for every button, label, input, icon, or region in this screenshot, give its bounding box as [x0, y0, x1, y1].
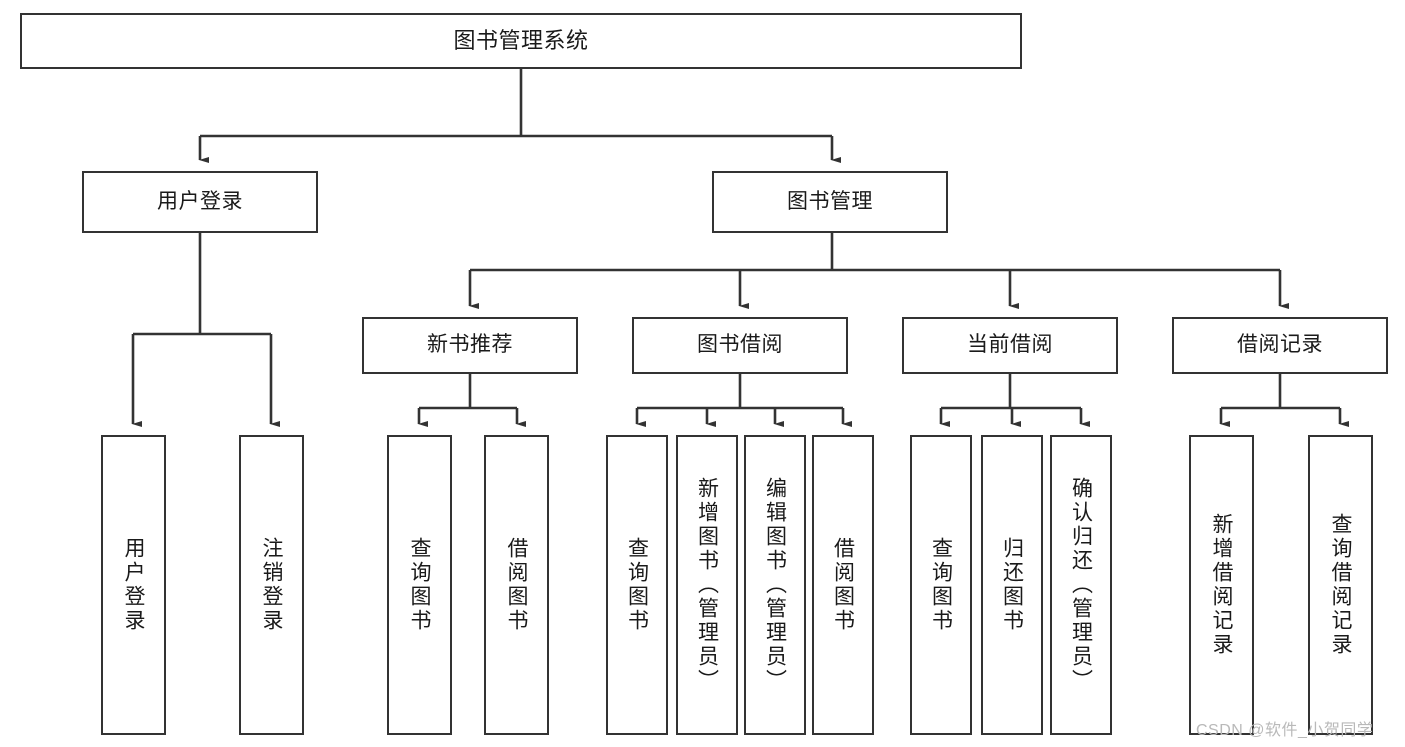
node-label: 归还图书 [1000, 537, 1024, 633]
csdn-watermark: CSDN @软件_小贺同学 [1196, 722, 1374, 739]
node-label: 借阅图书 [505, 537, 529, 633]
node-level3-new-book-recommend[interactable]: 新书推荐 [362, 317, 578, 374]
node-leaf-query-borrow-record[interactable]: 查询借阅记录 [1308, 435, 1373, 735]
node-label: 查询借阅记录 [1329, 513, 1353, 657]
node-label: 图书管理系统 [453, 28, 589, 54]
node-label: 图书借阅 [697, 333, 783, 357]
node-label: 用户登录 [157, 189, 243, 213]
node-level3-current-borrow[interactable]: 当前借阅 [902, 317, 1118, 374]
node-label: 确认归还（管理员） [1069, 477, 1093, 693]
node-leaf-user-login[interactable]: 用户登录 [101, 435, 166, 735]
node-leaf-borrow-book-new[interactable]: 借阅图书 [484, 435, 549, 735]
node-label: 查询图书 [929, 537, 953, 633]
node-leaf-query-book-new[interactable]: 查询图书 [387, 435, 452, 735]
node-label: 借阅图书 [831, 537, 855, 633]
node-leaf-query-book-borrow[interactable]: 查询图书 [606, 435, 668, 735]
node-label: 查询图书 [625, 537, 649, 633]
node-leaf-return-book[interactable]: 归还图书 [981, 435, 1043, 735]
node-label: 编辑图书（管理员） [763, 477, 787, 693]
node-leaf-confirm-return-admin[interactable]: 确认归还（管理员） [1050, 435, 1112, 735]
node-root[interactable]: 图书管理系统 [20, 13, 1022, 69]
node-label: 查询图书 [408, 537, 432, 633]
node-leaf-query-book-current[interactable]: 查询图书 [910, 435, 972, 735]
node-leaf-add-borrow-record[interactable]: 新增借阅记录 [1189, 435, 1254, 735]
node-leaf-add-book-admin[interactable]: 新增图书（管理员） [676, 435, 738, 735]
node-leaf-logout[interactable]: 注销登录 [239, 435, 304, 735]
node-level3-borrow-record[interactable]: 借阅记录 [1172, 317, 1388, 374]
node-label: 当前借阅 [967, 333, 1053, 357]
node-level2-book-management[interactable]: 图书管理 [712, 171, 948, 233]
node-leaf-edit-book-admin[interactable]: 编辑图书（管理员） [744, 435, 806, 735]
node-label: 注销登录 [260, 537, 284, 633]
node-label: 图书管理 [787, 189, 873, 213]
node-leaf-borrow-book[interactable]: 借阅图书 [812, 435, 874, 735]
node-level2-user-login[interactable]: 用户登录 [82, 171, 318, 233]
node-label: 新增借阅记录 [1210, 513, 1234, 657]
node-label: 用户登录 [122, 537, 146, 633]
node-level3-book-borrow[interactable]: 图书借阅 [632, 317, 848, 374]
node-label: 新增图书（管理员） [695, 477, 719, 693]
node-label: 借阅记录 [1237, 333, 1323, 357]
node-label: 新书推荐 [427, 333, 513, 357]
